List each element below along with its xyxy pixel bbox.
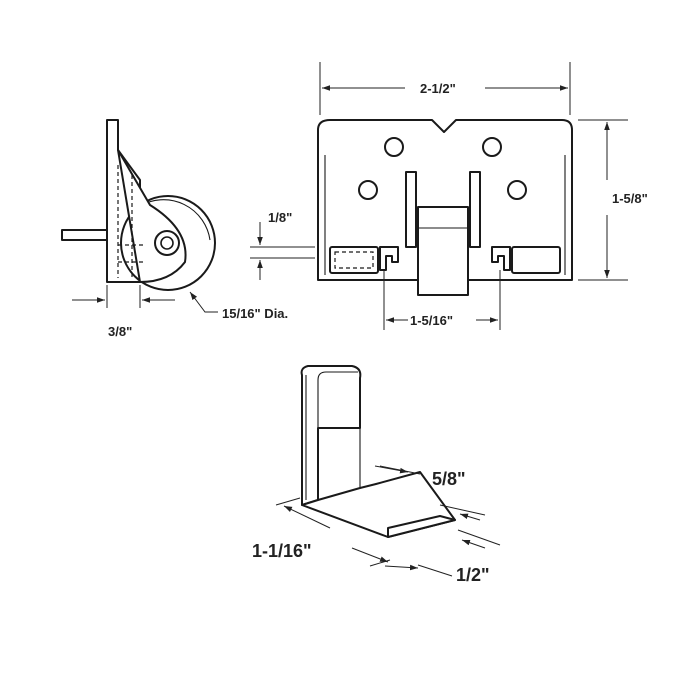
housing-body (317, 119, 573, 281)
wheel-rim (139, 199, 211, 241)
front-view: 2-1/2" 1-5/8" 1/8" 1-5/16" (250, 62, 648, 330)
side-view: 3/8" 15/16" Dia. (61, 119, 288, 339)
wheel-diameter-label: 15/16" Dia. (222, 306, 288, 321)
width-5-8-label: 5/8" (432, 469, 466, 489)
housing-inner-outline (324, 155, 566, 275)
right-slot (511, 246, 561, 274)
center-wheel (417, 206, 469, 296)
mount-hole-1 (384, 137, 404, 157)
width-2-1-2-label: 2-1/2" (420, 81, 456, 96)
tab-1-2-label: 1/2" (456, 565, 490, 585)
left-clip (379, 246, 399, 271)
hub-outer (154, 230, 180, 256)
left-slot-hidden (334, 251, 374, 269)
bracket-view: 5/8" 1-1/16" 1/2" (252, 365, 501, 585)
axle-rod (61, 229, 111, 241)
hidden-lines (117, 165, 145, 278)
left-rail (405, 171, 417, 248)
right-rail (469, 171, 481, 248)
length-1-1-16-label: 1-1/16" (252, 541, 312, 561)
mount-hole-3 (358, 180, 378, 200)
bracket-foot-edge (317, 428, 361, 500)
width-3-8-label: 3/8" (108, 324, 132, 339)
offset-1-8-label: 1/8" (268, 210, 292, 225)
bracket-back-inner (305, 371, 358, 500)
mount-hole-4 (507, 180, 527, 200)
slot-1-5-16-label: 1-5/16" (410, 313, 453, 328)
height-1-5-8-label: 1-5/8" (612, 191, 648, 206)
left-slot (329, 246, 379, 274)
bracket-back (300, 365, 362, 506)
mount-hole-2 (482, 137, 502, 157)
right-clip (491, 246, 511, 271)
hub-inner (160, 236, 174, 250)
